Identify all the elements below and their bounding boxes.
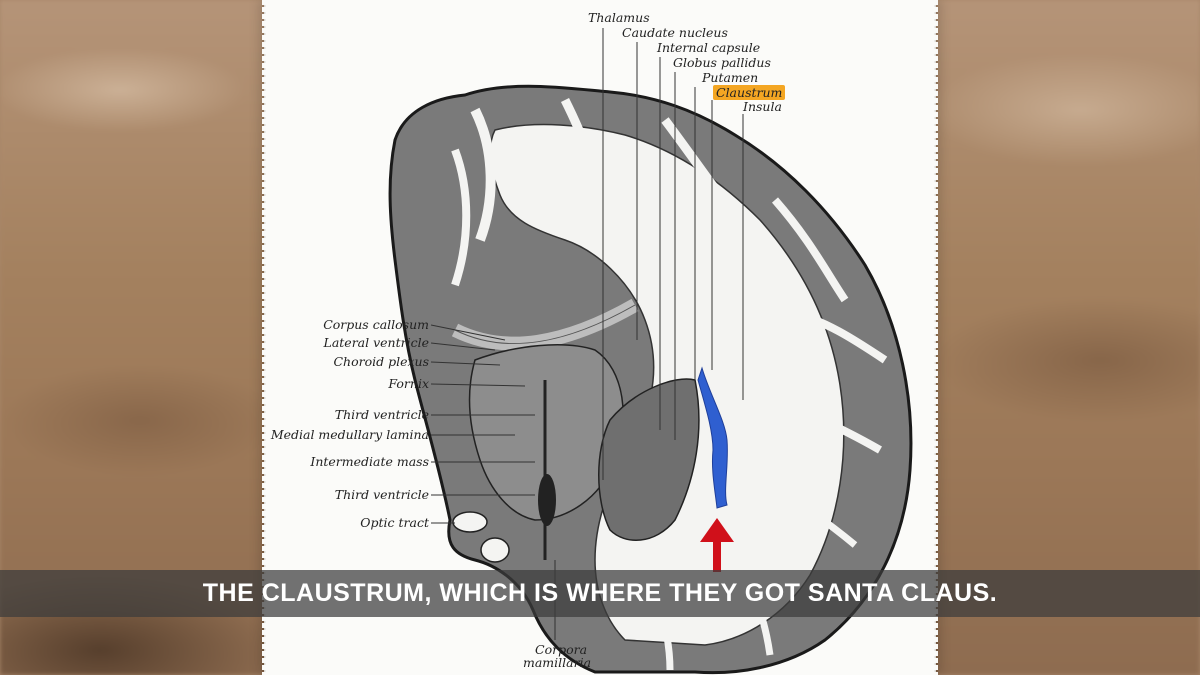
claustrum-shape — [697, 366, 728, 509]
label-caudate-nucleus: Caudate nucleus — [622, 25, 728, 40]
diagram-paper: Thalamus Caudate nucleus Internal capsul… — [262, 0, 938, 675]
label-third-ventricle-2: Third ventricle — [334, 487, 429, 502]
sulcus — [661, 117, 739, 218]
label-putamen: Putamen — [702, 70, 759, 85]
sulcus — [784, 306, 888, 364]
label-corpus-callosum: Corpus callosum — [323, 317, 429, 332]
label-choroid-plexus: Choroid plexus — [333, 354, 429, 369]
red-arrow — [700, 518, 734, 572]
brain-section-diagram — [388, 28, 913, 675]
label-medial-medullary-lamina: Medial medullary lamina — [270, 427, 429, 442]
label-lateral-ventricle: Lateral ventricle — [323, 335, 429, 350]
label-globus-pallidus: Globus pallidus — [673, 55, 771, 70]
lentiform-nucleus — [598, 378, 700, 541]
optic-tract-shape — [452, 511, 488, 533]
sulcus — [470, 107, 496, 242]
label-intermediate-mass: Intermediate mass — [310, 454, 429, 469]
label-thalamus: Thalamus — [588, 10, 650, 25]
sulcus — [560, 97, 605, 201]
label-third-ventricle-1: Third ventricle — [334, 407, 429, 422]
label-insula: Insula — [743, 99, 782, 114]
sulcus — [763, 477, 858, 548]
caption-text: THE CLAUSTRUM, WHICH IS WHERE THEY GOT S… — [202, 579, 998, 607]
label-internal-capsule: Internal capsule — [657, 40, 761, 55]
sulcus — [771, 197, 849, 303]
sulcus — [764, 396, 882, 454]
label-optic-tract: Optic tract — [360, 515, 429, 530]
label-fornix: Fornix — [388, 376, 429, 391]
caption-bar: THE CLAUSTRUM, WHICH IS WHERE THEY GOT S… — [0, 570, 1200, 617]
label-mamillaria: mamillaria — [523, 655, 592, 670]
label-claustrum: Claustrum — [713, 85, 786, 100]
label-corpora: Corpora — [535, 642, 588, 657]
sulcus — [451, 148, 471, 287]
claustrum-highlight: Claustrum — [713, 85, 786, 100]
